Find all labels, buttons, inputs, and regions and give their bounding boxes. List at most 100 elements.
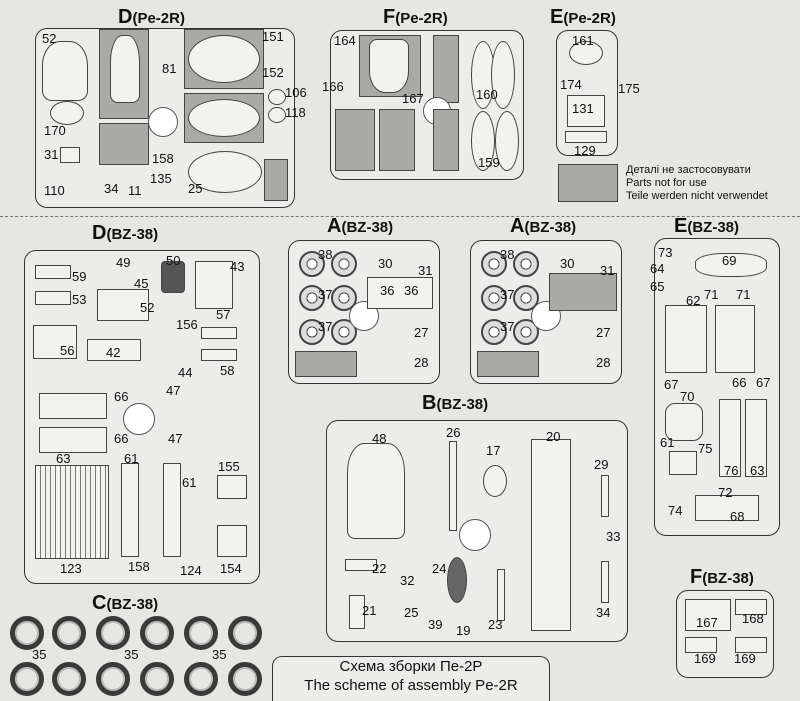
part-number: 66 xyxy=(114,389,129,404)
propeller-blade-part xyxy=(491,41,515,109)
legend-text-en: Parts not for use xyxy=(626,177,707,189)
rod-part xyxy=(497,569,505,621)
part-number: 167 xyxy=(402,91,424,106)
wheel-part xyxy=(299,285,325,311)
part-number: 27 xyxy=(414,325,429,340)
divider-line xyxy=(0,216,800,217)
part-number: 30 xyxy=(560,256,575,271)
part-number: 45 xyxy=(134,276,149,291)
panel-part xyxy=(87,339,141,361)
box-part xyxy=(217,525,247,557)
tire-ring-part xyxy=(140,662,174,696)
part-number: 167 xyxy=(696,615,718,630)
wheel-part xyxy=(481,251,507,277)
part-number: 58 xyxy=(220,363,235,378)
side-panel-part xyxy=(745,399,767,477)
part-number: 64 xyxy=(650,261,665,276)
tire-ring-part xyxy=(10,616,44,650)
part-number: 160 xyxy=(476,87,498,102)
tire-ring-part xyxy=(52,662,86,696)
part-number: 38 xyxy=(500,247,515,262)
part-number: 164 xyxy=(334,33,356,48)
part-number: 42 xyxy=(106,345,121,360)
tire-ring-part xyxy=(228,662,262,696)
part-number: 110 xyxy=(44,183,65,198)
part-number: 35 xyxy=(212,647,227,662)
drive-shaft-part xyxy=(447,557,467,603)
sprue-a2-bz38 xyxy=(470,240,622,384)
fuselage-glazing-part xyxy=(188,151,262,193)
cargo-floor-part xyxy=(35,465,109,559)
part-number: 37 xyxy=(318,287,333,302)
scheme-caption-en: The scheme of assembly Pe-2R xyxy=(304,677,518,694)
wheel-part xyxy=(299,319,325,345)
cockpit-floor-part xyxy=(369,39,409,93)
part-number: 35 xyxy=(32,647,47,662)
engine-part xyxy=(97,289,149,321)
sprue-b-bz38 xyxy=(326,420,628,642)
grey-block xyxy=(264,159,288,201)
canopy-part xyxy=(42,41,88,101)
part-number: 161 xyxy=(572,33,594,48)
small-part xyxy=(268,89,286,105)
small-part xyxy=(565,131,607,143)
part-number: 61 xyxy=(124,451,139,466)
small-part xyxy=(268,107,286,123)
part-number: 48 xyxy=(372,431,387,446)
part-number: 39 xyxy=(428,617,443,632)
door-part xyxy=(665,305,707,373)
part-number: 62 xyxy=(686,293,701,308)
part-number: 74 xyxy=(668,503,683,518)
part-number: 50 xyxy=(166,253,181,268)
wheel-part xyxy=(513,319,539,345)
hub-cluster-part xyxy=(367,277,433,309)
part-number: 28 xyxy=(414,355,429,370)
part-number: 34 xyxy=(596,605,611,620)
steering-part xyxy=(483,465,507,497)
sprue-f-pe2r xyxy=(330,30,524,180)
grey-block xyxy=(99,123,149,165)
part-number: 152 xyxy=(262,65,284,80)
part-number: 71 xyxy=(704,287,719,302)
part-number: 35 xyxy=(124,647,139,662)
part-number: 158 xyxy=(152,151,174,166)
part-number: 158 xyxy=(128,559,150,574)
part-number: 43 xyxy=(230,259,245,274)
part-number: 44 xyxy=(178,365,193,380)
section-title-f-pe2r: F(Pe-2R) xyxy=(383,6,448,28)
grey-block xyxy=(379,109,415,171)
glass-part xyxy=(685,637,717,653)
part-number: 11 xyxy=(128,183,142,198)
tire-ring-part xyxy=(140,616,174,650)
section-title-c-bz38: C(BZ-38) xyxy=(92,592,159,614)
legend-text-de: Teile werden nicht verwendet xyxy=(626,190,768,202)
tire-ring-part xyxy=(96,662,130,696)
chassis-frame-part xyxy=(347,443,405,539)
part-number: 26 xyxy=(446,425,461,440)
part-number: 24 xyxy=(432,561,447,576)
part-number: 21 xyxy=(362,603,377,618)
ladder-part xyxy=(121,463,139,557)
seat-part xyxy=(50,101,84,125)
side-panel-part xyxy=(719,399,741,477)
panel-part xyxy=(567,95,605,127)
part-number: 38 xyxy=(318,247,333,262)
section-title-e-pe2r: E(Pe-2R) xyxy=(550,6,616,28)
part-number: 31 xyxy=(418,263,433,278)
wing-panel-part xyxy=(188,35,260,83)
small-part xyxy=(201,349,237,361)
part-number: 25 xyxy=(188,181,203,196)
part-number: 17 xyxy=(486,443,501,458)
sprue-e-pe2r xyxy=(556,30,618,156)
part-number: 129 xyxy=(574,143,596,158)
section-title-a1-bz38: A(BZ-38) xyxy=(327,215,394,237)
part-number: 28 xyxy=(596,355,611,370)
scheme-caption: Схема зборки Пе-2Р The scheme of assembl… xyxy=(272,656,550,701)
part-number: 118 xyxy=(285,105,306,120)
part-number: 73 xyxy=(658,245,673,260)
part-number: 106 xyxy=(285,85,307,100)
part-number: 31 xyxy=(44,147,59,162)
part-number: 52 xyxy=(42,31,57,46)
grey-block xyxy=(433,35,459,103)
part-number: 123 xyxy=(60,561,82,576)
